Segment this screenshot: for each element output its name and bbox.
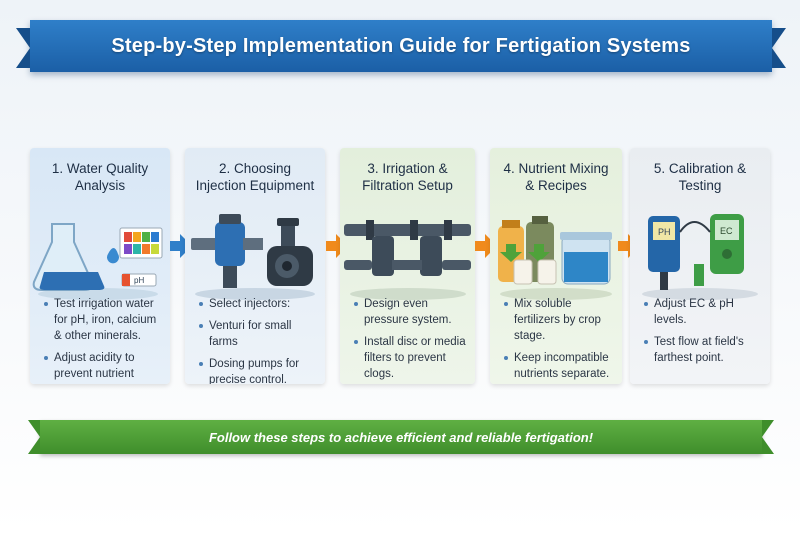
- pipe-filter-icon: [344, 220, 471, 300]
- step-5-bullets: Adjust EC & pH levels. Test flow at fiel…: [630, 296, 770, 372]
- ec-meter-label: EC: [720, 226, 733, 236]
- ph-meter-label: PH: [658, 227, 671, 237]
- arrow-right-icon: [170, 234, 192, 258]
- banner-fold-right: [772, 28, 786, 68]
- list-item: Test flow at field's farthest point.: [644, 334, 762, 366]
- list-item: Design even pressure system.: [354, 296, 467, 328]
- step-3-bullets: Design even pressure system. Install dis…: [340, 296, 475, 384]
- footer-tip-right: [762, 420, 774, 454]
- list-item: Install disc or media filters to prevent…: [354, 334, 467, 382]
- list-item: Test irrigation water for pH, iron, calc…: [44, 296, 162, 344]
- step-5-heading: 5. Calibration & Testing: [653, 161, 747, 193]
- water-test-flask-icon: pH: [32, 223, 163, 300]
- step-1-bullets: Test irrigation water for pH, iron, calc…: [30, 296, 170, 384]
- step-2-heading: 2. Choosing Injection Equipment: [195, 161, 315, 193]
- step-2-bullets: Select injectors: Venturi for small farm…: [185, 296, 325, 384]
- arrow-right-icon: [326, 234, 348, 258]
- list-item: Dosing pumps for precise control.: [199, 356, 317, 384]
- page-title: Step-by-Step Implementation Guide for Fe…: [111, 34, 691, 57]
- arrow-right-icon: [618, 234, 640, 258]
- step-4-bullets: Mix soluble fertilizers by crop stage. K…: [490, 296, 622, 384]
- banner-fold-left: [16, 28, 30, 68]
- list-item: Adjust acidity to prevent nutrient issue…: [44, 350, 162, 384]
- ph-strip-label: pH: [134, 276, 144, 285]
- steps-row: 1. Water Quality Analysis pH Test irriga…: [30, 148, 770, 388]
- fertilizer-containers-icon: [498, 216, 612, 300]
- footer-message: Follow these steps to achieve efficient …: [208, 429, 594, 445]
- injector-pump-icon: [191, 214, 315, 300]
- step-2-panel: 2. Choosing Injection Equipment Select i…: [185, 148, 325, 384]
- step-3-heading: 3. Irrigation & Filtration Setup: [362, 161, 453, 193]
- list-item: Keep incompatible nutrients separate.: [504, 350, 614, 382]
- step-3-panel: 3. Irrigation & Filtration Setup Design …: [340, 148, 475, 384]
- list-item: Venturi for small farms: [199, 318, 317, 350]
- list-item: Adjust EC & pH levels.: [644, 296, 762, 328]
- step-1-panel: 1. Water Quality Analysis pH Test irriga…: [30, 148, 170, 384]
- footer-banner: Follow these steps to achieve efficient …: [28, 420, 774, 454]
- step-1-heading: 1. Water Quality Analysis: [51, 161, 149, 193]
- step-5-panel: 5. Calibration & Testing PH EC Adjust EC…: [630, 148, 770, 384]
- title-banner: Step-by-Step Implementation Guide for Fe…: [16, 20, 786, 72]
- arrow-right-icon: [475, 234, 497, 258]
- list-item: Mix soluble fertilizers by crop stage.: [504, 296, 614, 344]
- ec-ph-meter-icon: PH EC: [642, 214, 758, 300]
- step-4-heading: 4. Nutrient Mixing & Recipes: [503, 161, 609, 193]
- footer-tip-left: [28, 420, 40, 454]
- list-item: Select injectors:: [199, 296, 317, 312]
- step-4-panel: 4. Nutrient Mixing & Recipes Mix soluble…: [490, 148, 622, 384]
